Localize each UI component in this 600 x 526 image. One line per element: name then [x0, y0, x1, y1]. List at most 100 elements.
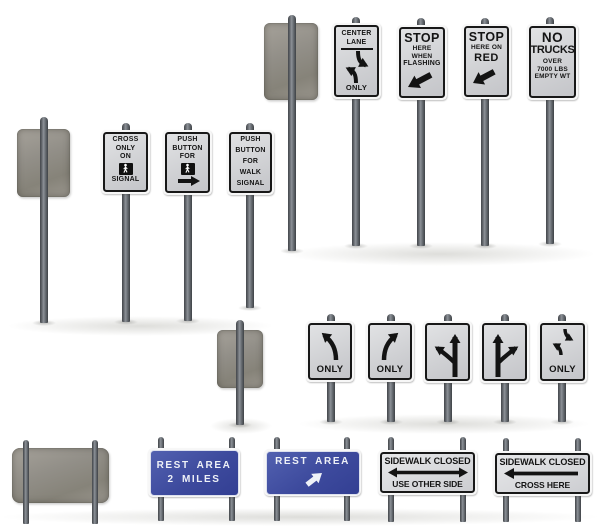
- post-shadow: [319, 419, 343, 425]
- sign-line: LANE: [346, 38, 367, 46]
- pedestrian-icon: [180, 162, 195, 175]
- sign-line: WALK: [239, 169, 262, 177]
- sign-post: [184, 123, 192, 321]
- sign-post: [40, 117, 48, 323]
- sign-line: PUSH: [240, 136, 261, 144]
- ground-shadow: [210, 418, 272, 434]
- post-shadow: [344, 243, 368, 249]
- sign-line: SIDEWALK CLOSED: [499, 456, 586, 467]
- straight-or-left-arrows-icon: [434, 334, 460, 377]
- sign-face: CENTER LANE ONLY: [334, 25, 379, 97]
- post-shadow: [176, 318, 200, 324]
- sign-line: SIGNAL: [236, 180, 265, 188]
- sign-push-button-for-walk-signal: PUSH BUTTON FOR WALK SIGNAL: [227, 130, 274, 195]
- sign-post: [352, 17, 360, 246]
- sign-stop-here-when-flashing: STOP HERE WHEN FLASHING: [397, 25, 447, 100]
- sign-post: [481, 18, 489, 246]
- sign-no-trucks: NO TRUCKS OVER 7000 LBS EMPTY WT: [527, 24, 578, 100]
- sign-line: FLASHING: [403, 60, 441, 67]
- sign-rest-area-2-miles: REST AREA 2 MILES: [148, 448, 240, 497]
- post-shadow: [228, 422, 252, 428]
- sign-line: FOR: [242, 158, 259, 166]
- two-way-left-turn-arrows-icon: [552, 329, 573, 355]
- up-right-arrow-icon: [304, 472, 322, 487]
- sign-face: STOP HERE WHEN FLASHING: [399, 27, 445, 98]
- post-shadow: [436, 419, 460, 425]
- ground-shadow: [0, 508, 600, 526]
- left-arrow-icon: [503, 468, 578, 480]
- post-shadow: [280, 248, 304, 254]
- sign-post: [288, 15, 296, 251]
- post-shadow: [409, 243, 433, 249]
- sign-line: REST AREA: [275, 455, 350, 467]
- sign-center-lane-only: CENTER LANE ONLY: [332, 23, 381, 99]
- sign-line: SIDEWALK CLOSED: [384, 455, 471, 466]
- sign-line: STOP: [468, 30, 505, 44]
- sign-stop-here-on-red: STOP HERE ON RED: [462, 24, 511, 99]
- sign-line: RED: [474, 51, 499, 64]
- sign-face: ONLY: [540, 323, 585, 381]
- sign-cross-only-on-signal: CROSS ONLY ON SIGNAL: [101, 130, 150, 194]
- post-shadow: [114, 319, 138, 325]
- sign-face: STOP HERE ON RED: [464, 26, 509, 97]
- sign-push-button-for-arrow: PUSH BUTTON FOR: [163, 130, 212, 195]
- sign-straight-or-left: [423, 321, 472, 383]
- sign-post: [122, 123, 130, 322]
- sign-line: 2 MILES: [167, 474, 221, 485]
- sign-post: [92, 440, 98, 524]
- sign-face: SIDEWALK CLOSED USE OTHER SIDE: [380, 452, 475, 493]
- sign-left-turn-only: ONLY: [306, 321, 354, 382]
- post-shadow: [379, 419, 403, 425]
- post-shadow: [538, 241, 562, 247]
- sign-face: SIDEWALK CLOSED CROSS HERE: [495, 453, 590, 494]
- sign-straight-or-right: [480, 321, 529, 383]
- sign-line: HERE ON: [470, 44, 502, 51]
- post-shadow: [550, 419, 574, 425]
- sign-line: BUTTON: [235, 147, 266, 155]
- sign-line: PUSH: [177, 136, 198, 143]
- sign-line: REST AREA: [156, 460, 232, 471]
- sign-post: [417, 18, 425, 246]
- sign-line: ONLY: [549, 364, 576, 375]
- two-way-left-turn-arrows-icon: [345, 50, 368, 83]
- post-shadow: [32, 320, 56, 326]
- ground-shadow: [8, 316, 273, 336]
- sign-post: [546, 17, 554, 244]
- sign-line: CROSS: [112, 136, 139, 143]
- sign-line: CROSS HERE: [514, 479, 571, 490]
- sign-line: EMPTY WT: [534, 73, 571, 80]
- double-headed-arrow-icon: [387, 467, 468, 478]
- ground-shadow: [298, 414, 590, 434]
- sign-face: PUSH BUTTON FOR WALK SIGNAL: [229, 132, 272, 193]
- sign-line: WHEN: [411, 52, 433, 60]
- sign-face: ONLY: [308, 323, 352, 380]
- sign-line: OVER: [542, 58, 563, 65]
- ground-shadow: [285, 242, 595, 266]
- sign-line: NO: [541, 30, 564, 45]
- pedestrian-icon: [118, 162, 133, 175]
- sign-face: PUSH BUTTON FOR: [165, 132, 210, 193]
- sign-line: ONLY: [115, 144, 136, 152]
- sign-face: CROSS ONLY ON SIGNAL: [103, 132, 148, 192]
- down-left-arrow-icon: [472, 68, 496, 84]
- sign-post: [23, 440, 29, 524]
- curved-left-arrow-icon: [321, 332, 339, 360]
- sign-line: SIGNAL: [111, 175, 140, 183]
- sign-post: [246, 123, 254, 308]
- post-shadow: [473, 243, 497, 249]
- sign-line: ON: [120, 153, 131, 160]
- post-shadow: [238, 305, 262, 311]
- sign-two-way-turn-only: ONLY: [538, 321, 587, 383]
- straight-or-right-arrows-icon: [492, 334, 518, 377]
- sign-line: ONLY: [345, 82, 368, 92]
- sign-face: [482, 323, 527, 381]
- sign-face: NO TRUCKS OVER 7000 LBS EMPTY WT: [529, 26, 576, 98]
- sign-rest-area-arrow: REST AREA: [264, 449, 361, 496]
- sign-line: BUTTON: [172, 144, 203, 152]
- sign-line: 7000 LBS: [537, 65, 568, 73]
- sign-face: REST AREA 2 MILES: [149, 449, 239, 496]
- sign-line: TRUCKS: [530, 44, 575, 56]
- sign-right-turn-only: ONLY: [366, 321, 414, 382]
- sign-line: ONLY: [316, 364, 344, 375]
